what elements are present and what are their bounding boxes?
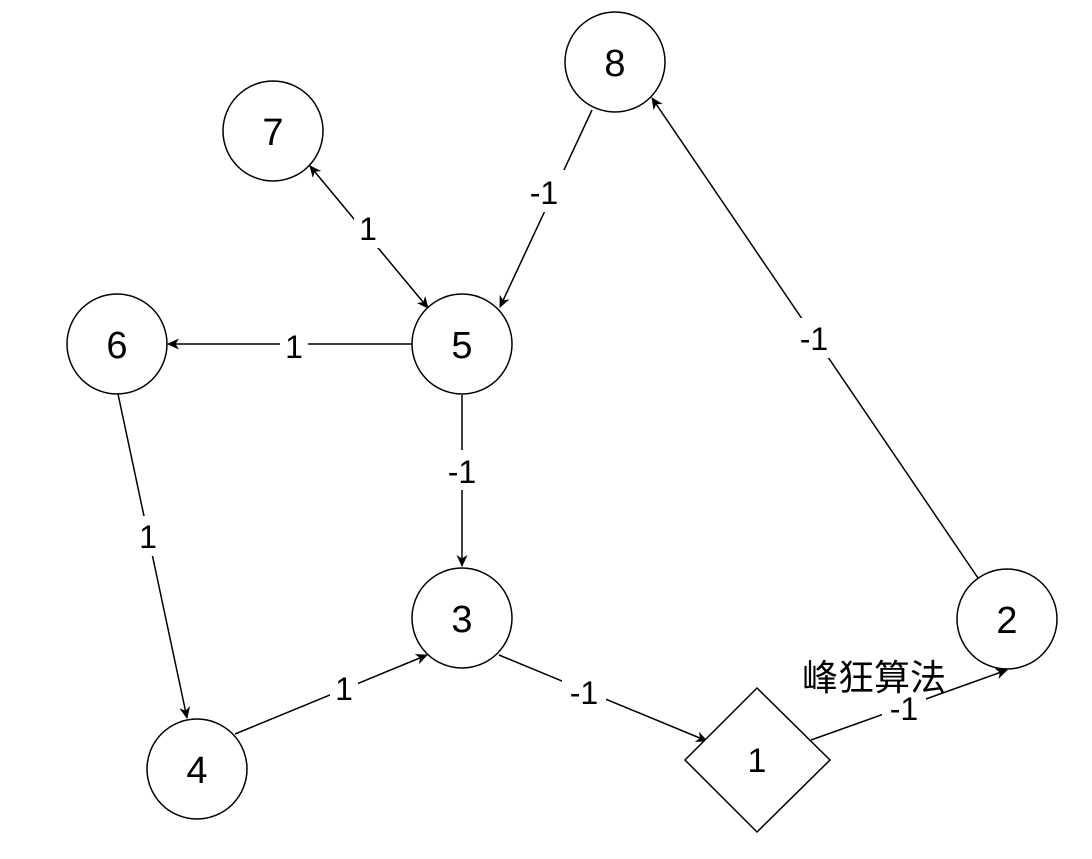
edge-8-5: -1 — [499, 109, 593, 308]
node-label-5: 5 — [451, 325, 472, 367]
edge-6-4: 1 — [117, 393, 191, 719]
edge-1-2: -1 — [810, 668, 1008, 741]
node-1: 1 — [683, 686, 832, 834]
edge-5-3: -1 — [440, 395, 484, 567]
edge-label-5-6: 1 — [285, 329, 303, 365]
edge-label-8-5: -1 — [530, 175, 558, 211]
edge-label-3-1: -1 — [570, 675, 598, 711]
node-4: 4 — [146, 718, 248, 820]
node-6: 6 — [66, 293, 168, 395]
node-7: 7 — [222, 80, 324, 182]
edge-3-1: -1 — [498, 654, 708, 742]
node-label-4: 4 — [186, 750, 207, 792]
watermark-text: 峰狂算法 — [802, 658, 946, 699]
edge-5-6: 1 — [167, 326, 412, 365]
node-3: 3 — [411, 567, 513, 669]
edge-label-5-3: -1 — [448, 454, 476, 490]
node-label-8: 8 — [604, 43, 625, 85]
node-8: 8 — [564, 11, 666, 113]
edge-2-8: -1 — [651, 97, 979, 579]
node-2: 2 — [956, 568, 1058, 670]
edge-label-6-4: 1 — [139, 519, 157, 555]
edge-5-7: 1 — [309, 165, 429, 309]
edge-label-5-7: 1 — [359, 211, 377, 247]
node-label-2: 2 — [996, 600, 1017, 642]
node-5: 5 — [411, 293, 513, 395]
edge-4-3: 1 — [234, 654, 428, 735]
node-label-7: 7 — [262, 112, 283, 154]
node-label-1: 1 — [748, 742, 767, 780]
edge-label-2-8: -1 — [800, 321, 828, 357]
node-label-6: 6 — [106, 325, 127, 367]
edge-label-1-2: -1 — [890, 691, 918, 727]
node-label-3: 3 — [451, 599, 472, 641]
edge-label-4-3: 1 — [335, 671, 353, 707]
